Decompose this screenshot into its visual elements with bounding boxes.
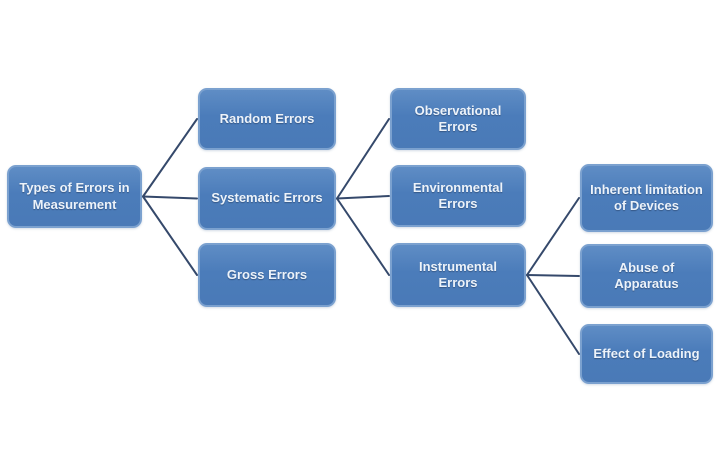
- connector-types-of-errors-to-random-errors: [142, 118, 198, 198]
- node-types-of-errors: Types of Errors in Measurement: [7, 165, 142, 228]
- node-observational-errors: Observational Errors: [390, 88, 526, 150]
- connector-types-of-errors-to-systematic-errors: [142, 195, 198, 200]
- node-gross-errors: Gross Errors: [198, 243, 336, 307]
- node-label-types-of-errors: Types of Errors in Measurement: [19, 180, 130, 212]
- node-abuse-of-apparatus: Abuse of Apparatus: [580, 244, 713, 308]
- node-label-random-errors: Random Errors: [219, 110, 315, 126]
- node-label-gross-errors: Gross Errors: [226, 266, 308, 282]
- node-environmental-errors: Environmental Errors: [390, 165, 526, 227]
- node-instrumental-errors: Instrumental Errors: [390, 243, 526, 307]
- node-random-errors: Random Errors: [198, 88, 336, 150]
- connector-instrumental-errors-to-effect-of-loading: [526, 274, 580, 355]
- connector-instrumental-errors-to-abuse-of-apparatus: [526, 274, 580, 277]
- connector-systematic-errors-to-instrumental-errors: [336, 197, 390, 276]
- connector-types-of-errors-to-gross-errors: [142, 195, 198, 276]
- node-label-systematic-errors: Systematic Errors: [211, 190, 323, 206]
- node-label-effect-of-loading: Effect of Loading: [593, 345, 700, 361]
- connector-systematic-errors-to-environmental-errors: [336, 195, 390, 200]
- node-label-inherent-limitation: Inherent limitation of Devices: [590, 181, 703, 213]
- connector-instrumental-errors-to-inherent-limitation: [526, 197, 580, 276]
- node-label-observational-errors: Observational Errors: [414, 102, 502, 134]
- node-systematic-errors: Systematic Errors: [198, 167, 336, 230]
- node-label-environmental-errors: Environmental Errors: [412, 179, 504, 211]
- node-label-abuse-of-apparatus: Abuse of Apparatus: [614, 259, 679, 291]
- connector-systematic-errors-to-observational-errors: [336, 118, 390, 200]
- node-effect-of-loading: Effect of Loading: [580, 324, 713, 384]
- node-label-instrumental-errors: Instrumental Errors: [418, 258, 497, 290]
- node-inherent-limitation: Inherent limitation of Devices: [580, 164, 713, 232]
